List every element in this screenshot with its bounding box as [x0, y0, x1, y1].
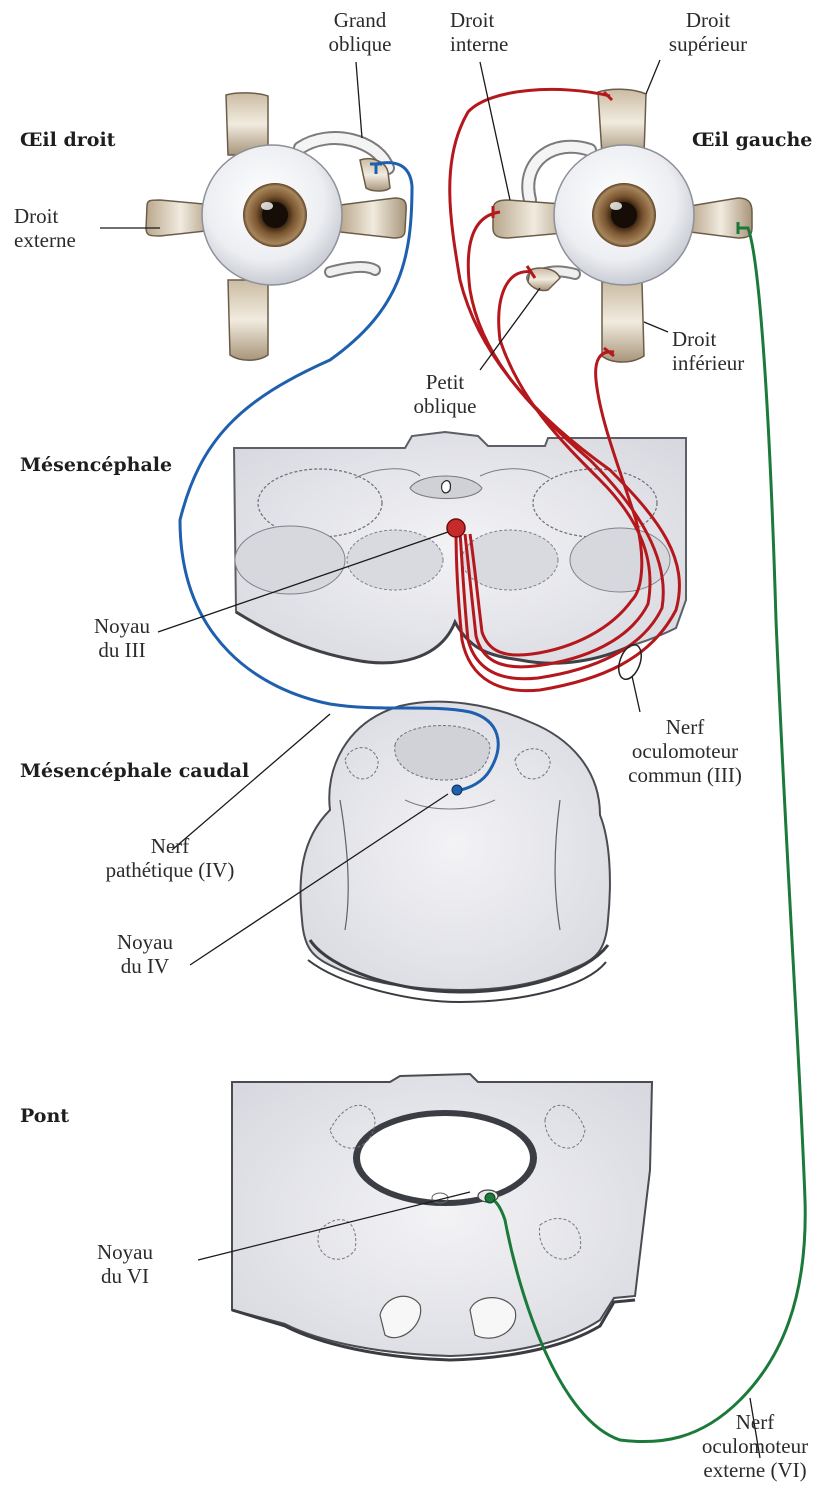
section-caudal-midbrain: Mésencéphale caudal	[20, 760, 249, 782]
section-midbrain: Mésencéphale	[20, 454, 172, 476]
section-left-eye: Œil gauche	[692, 129, 812, 151]
caudal-midbrain-section	[300, 702, 609, 1002]
nucleus-iii-dot	[447, 519, 465, 537]
section-right-eye: Œil droit	[20, 129, 115, 151]
section-pons: Pont	[20, 1105, 69, 1127]
pons-section	[232, 1074, 652, 1360]
right-eye	[146, 93, 406, 360]
